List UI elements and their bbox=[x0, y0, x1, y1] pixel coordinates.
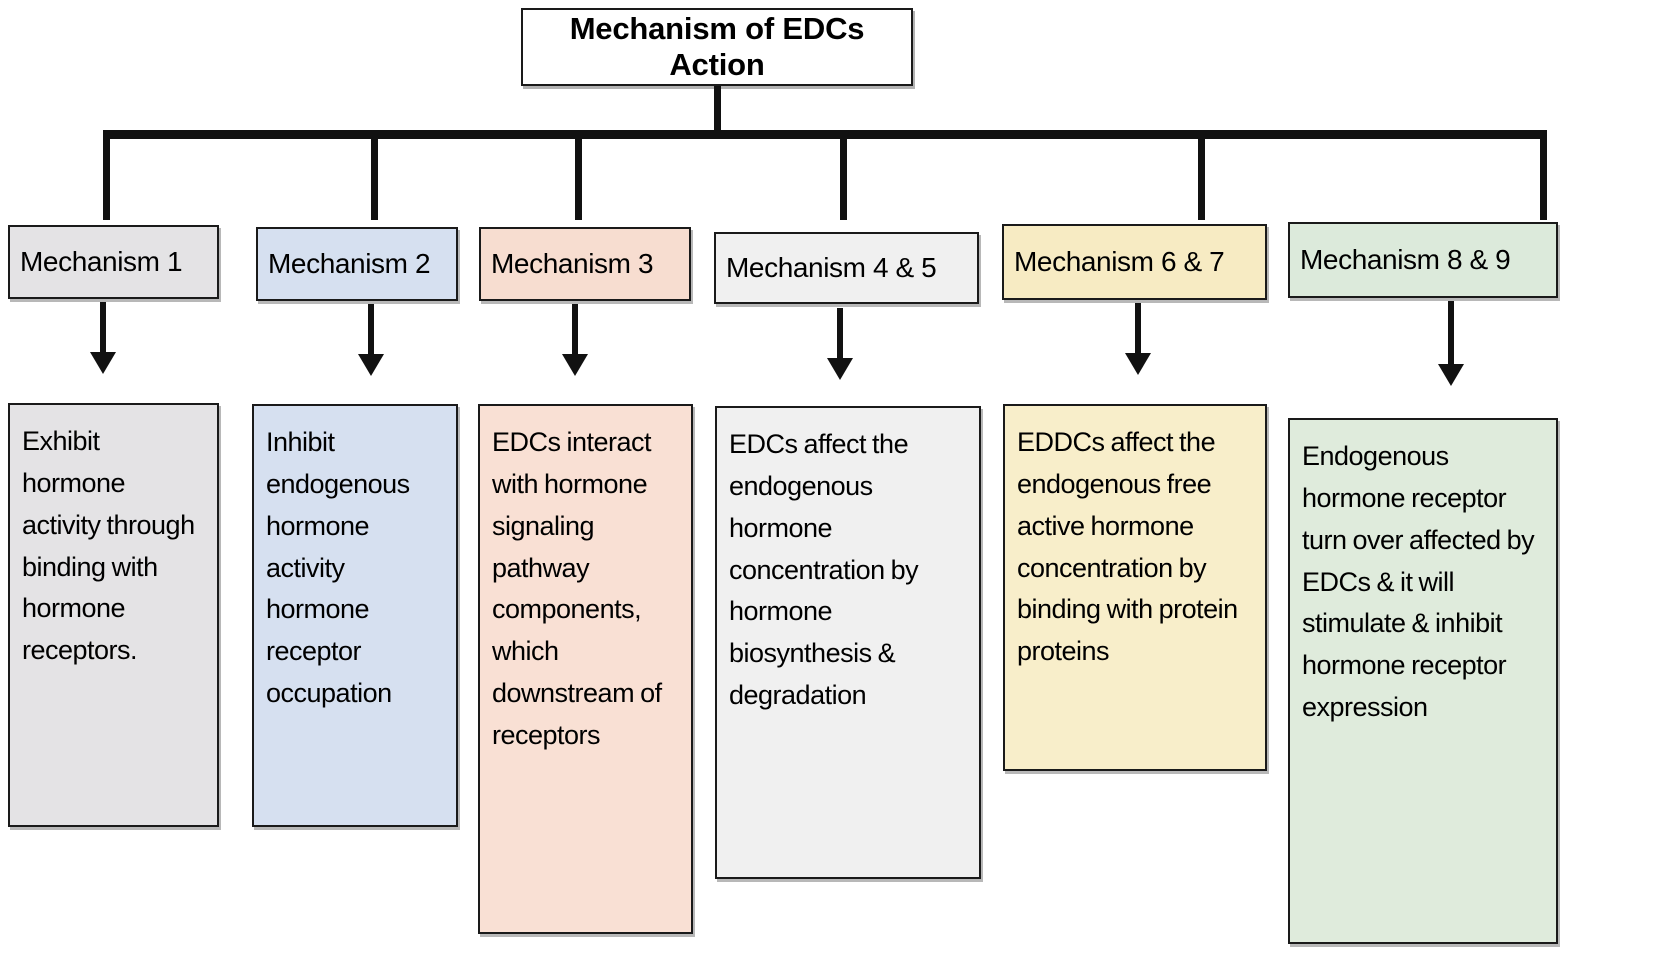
down-arrow-icon-2 bbox=[354, 304, 388, 376]
detail-box-5: EDDCs affect the endogenous free active … bbox=[1003, 404, 1267, 771]
down-arrow-icon-3 bbox=[558, 304, 592, 376]
branch-drop-3 bbox=[575, 135, 582, 220]
down-arrow-icon-6 bbox=[1434, 301, 1468, 386]
branch-drop-2 bbox=[371, 135, 378, 220]
mechanism-box-1[interactable]: Mechanism 1 bbox=[8, 225, 219, 299]
detail-text-1: Exhibit hormone activity through binding… bbox=[22, 426, 195, 666]
detail-box-1: Exhibit hormone activity through binding… bbox=[8, 403, 219, 827]
branch-bus-line bbox=[103, 130, 1547, 139]
detail-text-3: EDCs interact with hormone signaling pat… bbox=[492, 427, 662, 750]
down-arrow-icon-5 bbox=[1121, 303, 1155, 375]
branch-drop-1 bbox=[103, 135, 110, 220]
branch-drop-5 bbox=[1198, 135, 1205, 220]
diagram-title-label: Mechanism of EDCs Action bbox=[569, 11, 865, 82]
mechanism-label-1: Mechanism 1 bbox=[20, 246, 183, 277]
mechanism-label-3: Mechanism 3 bbox=[491, 248, 654, 279]
down-arrow-icon-4 bbox=[823, 308, 857, 380]
mechanism-box-6[interactable]: Mechanism 8 & 9 bbox=[1288, 222, 1558, 298]
mechanism-label-4: Mechanism 4 & 5 bbox=[726, 252, 937, 283]
detail-box-6: Endogenous hormone receptor turn over af… bbox=[1288, 418, 1558, 944]
branch-drop-6 bbox=[1540, 135, 1547, 220]
detail-text-2: Inhibit endogenous hormone activity horm… bbox=[266, 427, 410, 709]
mechanism-label-2: Mechanism 2 bbox=[268, 248, 431, 279]
mechanism-box-4[interactable]: Mechanism 4 & 5 bbox=[714, 232, 979, 304]
branch-drop-4 bbox=[840, 135, 847, 220]
detail-box-4: EDCs affect the endogenous hormone conce… bbox=[715, 406, 981, 879]
detail-box-3: EDCs interact with hormone signaling pat… bbox=[478, 404, 693, 934]
detail-text-4: EDCs affect the endogenous hormone conce… bbox=[729, 429, 919, 711]
mechanism-label-6: Mechanism 8 & 9 bbox=[1300, 244, 1511, 275]
detail-box-2: Inhibit endogenous hormone activity horm… bbox=[252, 404, 458, 827]
trunk-line bbox=[714, 86, 721, 135]
mechanism-label-5: Mechanism 6 & 7 bbox=[1014, 246, 1225, 277]
diagram-title-box: Mechanism of EDCs Action bbox=[521, 8, 913, 86]
detail-text-6: Endogenous hormone receptor turn over af… bbox=[1302, 441, 1535, 723]
detail-text-5: EDDCs affect the endogenous free active … bbox=[1017, 427, 1238, 667]
mechanism-box-3[interactable]: Mechanism 3 bbox=[479, 227, 691, 301]
down-arrow-icon-1 bbox=[86, 302, 120, 374]
mechanism-box-5[interactable]: Mechanism 6 & 7 bbox=[1002, 224, 1267, 300]
mechanism-box-2[interactable]: Mechanism 2 bbox=[256, 227, 458, 301]
